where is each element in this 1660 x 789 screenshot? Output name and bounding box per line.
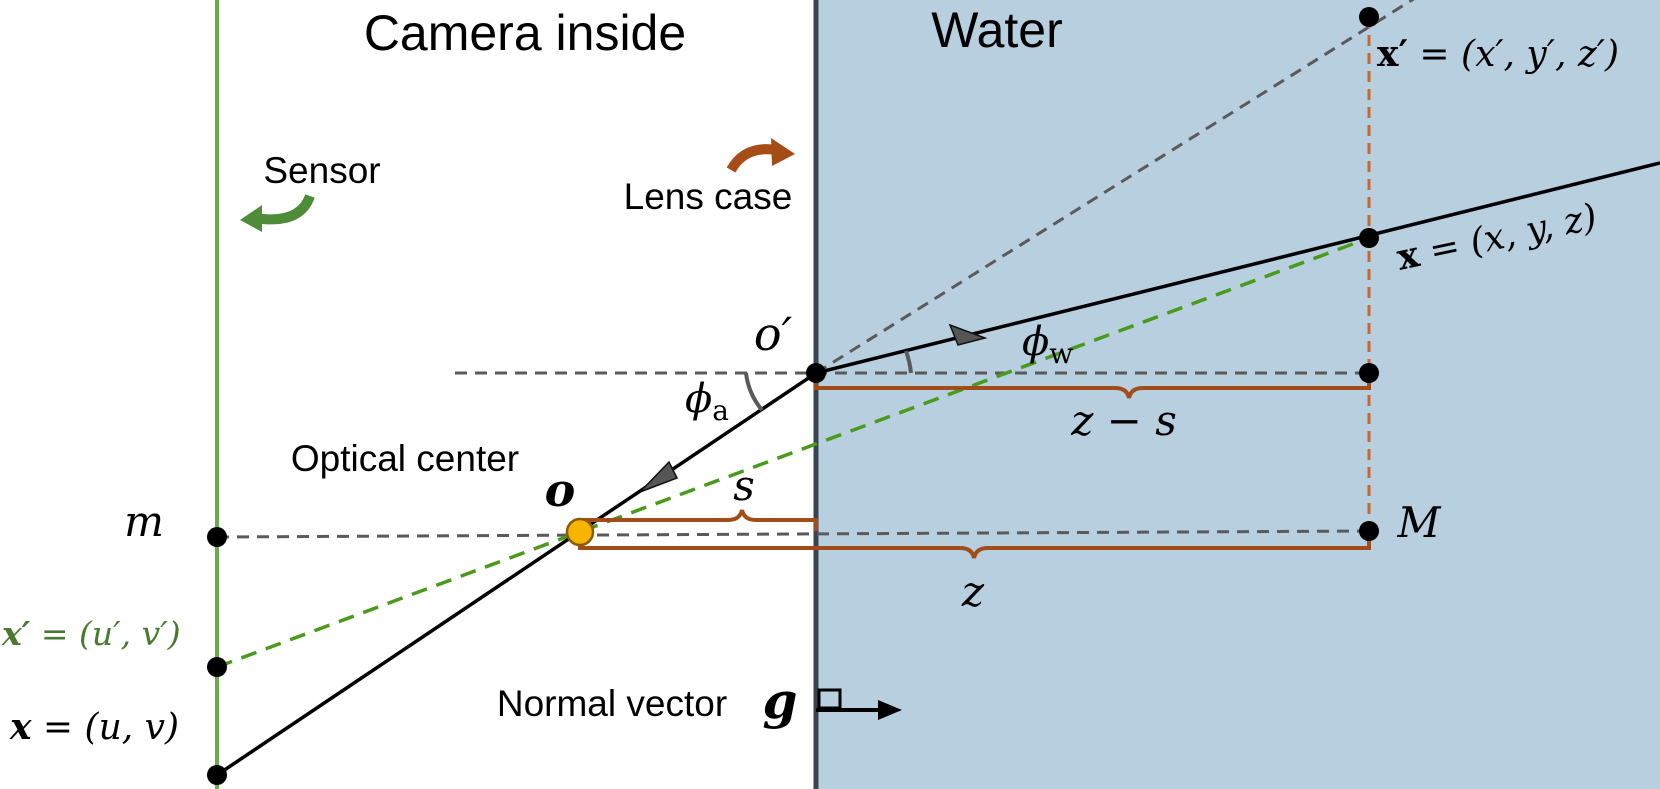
virtual-ray-dashed [216,236,1370,669]
normal-vector-arrow-head [878,700,902,720]
ray-arrow-camera [639,460,679,493]
M-label: M [1396,498,1441,547]
sensor-arrow-head [240,205,262,232]
x-sensor-point [207,765,227,785]
phi-w-label: ϕw [1022,319,1073,370]
s-label: s [733,461,755,510]
z-label: z [961,567,985,616]
phi-a-label: ϕa [685,376,729,427]
bracket-z-minus-s [814,378,1371,399]
x-prime-sensor-point [207,657,227,677]
bracket-s [578,509,818,531]
x-world-point [1359,228,1379,248]
x-prime-world-point [1359,7,1379,27]
angle-arc-air [744,372,764,412]
projection-point [1359,363,1379,383]
m-point [207,527,227,547]
o-prime-label: o′ [754,307,793,361]
lens-case-curved-arrow [726,144,777,173]
o-prime-point [806,363,826,383]
x-sensor-label: x = (u, v) [9,706,179,748]
z-minus-s-label: z − s [1070,396,1177,445]
normal-vector-label: Normal vector [497,683,727,724]
sensor-label: Sensor [263,150,380,191]
lens-case-arrow-head [771,138,795,166]
optical-center-point [565,517,595,547]
M-point [1359,521,1379,541]
bracket-z [578,536,1371,559]
x-prime-world-label: x′ = (x′, y′, z′) [1377,33,1619,75]
lens-case-label: Lens case [624,176,793,217]
x-prime-sensor-label: x′ = (u′, v′) [1,614,181,653]
sensor-curved-arrow [254,194,315,225]
optical-center-label: Optical center [291,438,519,479]
optical-axis-dashed [216,529,1370,539]
angle-arc-water [904,350,913,374]
m-label: m [124,497,164,546]
water-title: Water [931,2,1063,58]
water-region [816,0,1660,789]
camera-inside-title: Camera inside [364,5,686,61]
ray-arrow-water [948,323,988,346]
o-label: o [545,463,576,517]
normal-vector-symbol: g [763,671,798,730]
